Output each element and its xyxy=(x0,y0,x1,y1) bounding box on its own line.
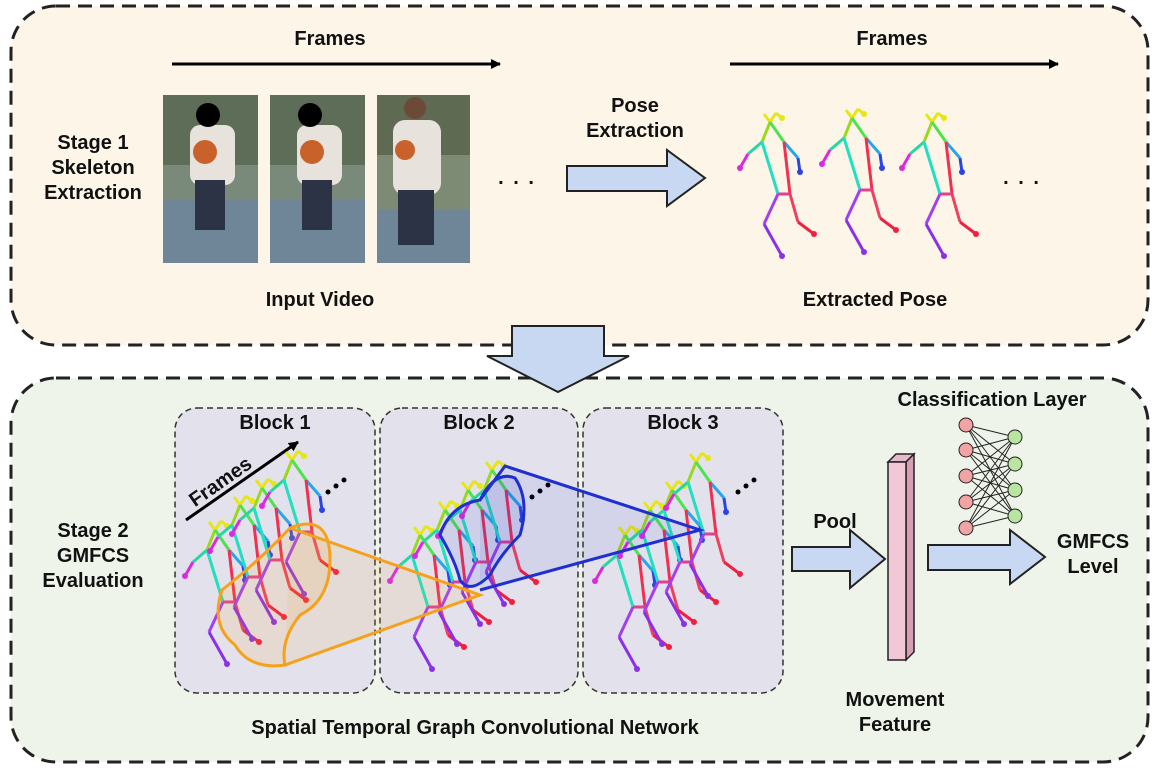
movement-feature-line1: Movement xyxy=(845,689,945,711)
ellipsis-left: . . . xyxy=(498,167,536,189)
block-1-box xyxy=(174,407,376,694)
video-frame-3 xyxy=(377,95,470,263)
extracted-pose-label: Extracted Pose xyxy=(802,289,948,311)
stage2-label-line2: GMFCS xyxy=(56,545,130,567)
pool-arrow xyxy=(791,527,887,591)
movement-feature-bar xyxy=(886,452,916,662)
pose-extraction-label: Pose Extraction xyxy=(560,94,710,144)
block-ellipsis xyxy=(325,477,757,500)
stage2-label: Stage 2 GMFCS Evaluation xyxy=(26,519,160,594)
gmfcs-level-line2: Level xyxy=(1067,556,1119,578)
stage1-label-line2: Skeleton xyxy=(51,157,135,179)
stage1-label-line3: Extraction xyxy=(44,182,142,204)
block-2-label: Block 2 xyxy=(443,412,515,434)
blue-hull xyxy=(438,464,706,592)
pose-extraction-line1: Pose xyxy=(611,95,659,117)
video-frame-2 xyxy=(270,95,365,263)
ellipsis-right: . . . xyxy=(1003,167,1041,189)
movement-feature-line2: Feature xyxy=(858,714,932,736)
orange-hull xyxy=(216,522,485,668)
pose-extraction-arrow xyxy=(566,148,707,208)
stage-transition-arrow xyxy=(486,325,630,394)
movement-feature-label: Movement Feature xyxy=(820,688,970,738)
output-arrow xyxy=(927,527,1047,587)
stage1-label: Stage 1 Skeleton Extraction xyxy=(30,131,156,206)
frames-diag-arrow xyxy=(185,440,299,522)
classification-network xyxy=(958,417,1023,536)
block-3-label: Block 3 xyxy=(647,412,719,434)
block-1-label: Block 1 xyxy=(239,412,311,434)
block-3-box xyxy=(582,407,784,694)
stage2-label-line1: Stage 2 xyxy=(57,520,129,542)
frames-label-right: Frames xyxy=(856,28,928,50)
frames-label-left: Frames xyxy=(294,28,366,50)
gmfcs-level-label: GMFCS Level xyxy=(1048,530,1138,580)
pose-extraction-line2: Extraction xyxy=(586,120,684,142)
video-frame-1 xyxy=(163,95,258,263)
gmfcs-level-line1: GMFCS xyxy=(1056,531,1130,553)
input-video-label: Input Video xyxy=(265,289,375,311)
stage2-label-line3: Evaluation xyxy=(42,570,144,592)
stage1-label-line1: Stage 1 xyxy=(57,132,129,154)
pool-label: Pool xyxy=(813,511,857,533)
stgcn-label: Spatial Temporal Graph Convolutional Net… xyxy=(251,717,699,739)
classification-layer-label: Classification Layer xyxy=(897,389,1087,411)
block-2-box xyxy=(379,407,579,694)
